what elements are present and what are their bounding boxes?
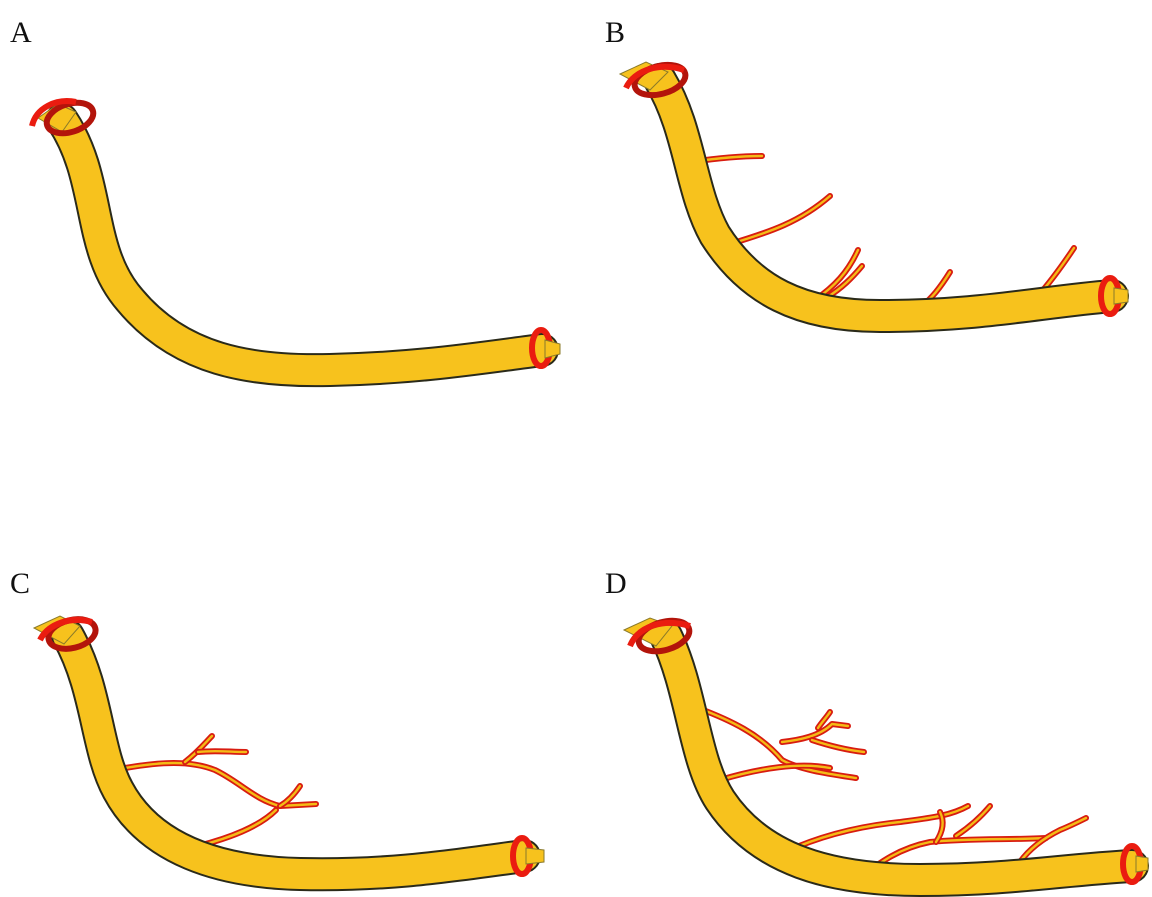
vessel-trunk-a bbox=[62, 120, 542, 370]
panel-label-b: B bbox=[605, 16, 625, 49]
panel-label-a: A bbox=[10, 16, 32, 49]
panel-a: A bbox=[10, 16, 560, 370]
vessel-trunk-c bbox=[68, 636, 524, 874]
panel-c: C bbox=[10, 567, 544, 874]
panel-d: D bbox=[605, 567, 1148, 882]
vessel-trunk-b bbox=[660, 80, 1112, 316]
vessel-trunk-d bbox=[666, 636, 1132, 880]
panel-label-c: C bbox=[10, 567, 30, 600]
panel-label-d: D bbox=[605, 567, 627, 600]
panel-b: B bbox=[605, 16, 1128, 316]
